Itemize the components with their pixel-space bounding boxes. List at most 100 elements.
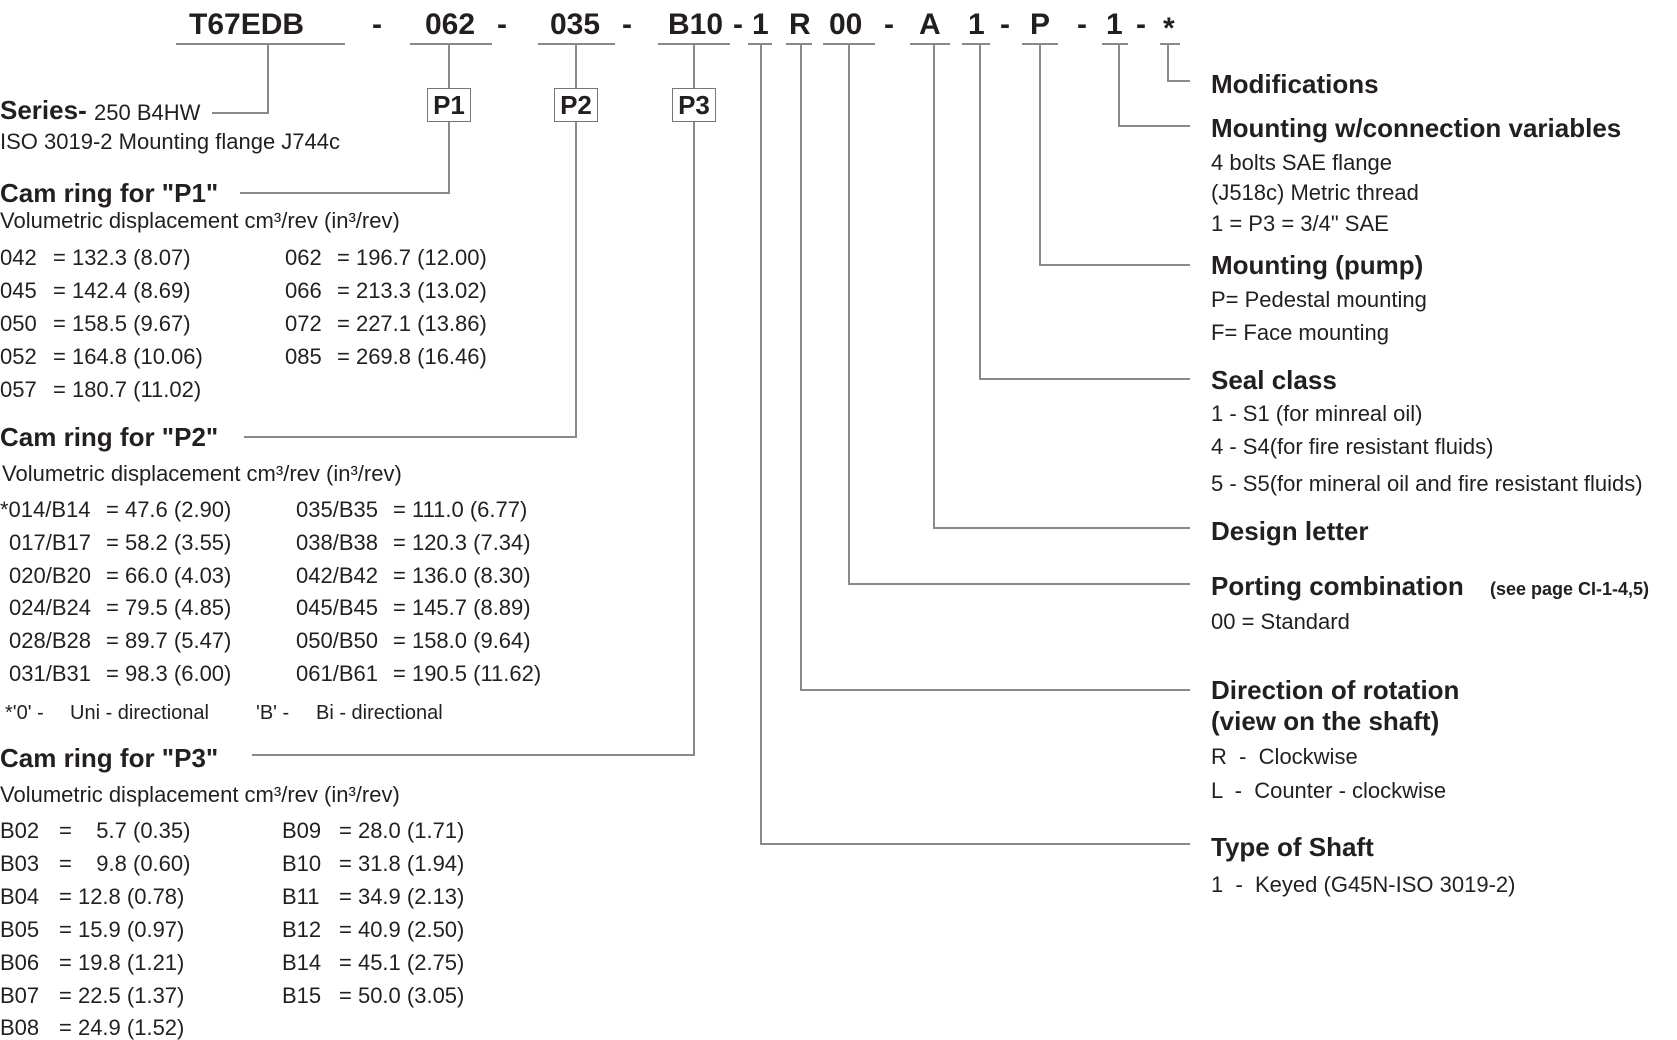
- p3-value: = 40.9 (2.50): [339, 917, 465, 942]
- p1-code: 050: [0, 311, 37, 336]
- p2-code: 028/B28: [9, 628, 91, 653]
- p2-value: = 158.0 (9.64): [393, 628, 531, 653]
- p2-footnote-mark: *'0' -: [5, 702, 44, 724]
- code-rotation: R: [789, 8, 811, 41]
- p1-code: 057: [0, 377, 37, 402]
- p2-value: = 79.5 (4.85): [106, 595, 232, 620]
- mounting-pump-line: F= Face mounting: [1211, 320, 1389, 345]
- code-mounting: P: [1030, 8, 1051, 41]
- seal-class-line: 1 - S1 (for minreal oil): [1211, 401, 1423, 426]
- code-connection: 1: [1106, 8, 1123, 41]
- p3-code: B14: [282, 950, 322, 975]
- p3-value: = 45.1 (2.75): [339, 950, 465, 975]
- p2-footnote-b: 'B' -: [256, 702, 290, 724]
- code-design: A: [919, 8, 941, 41]
- p2-footnote-uni: Uni - directional: [70, 702, 209, 724]
- p1-value: = 213.3 (13.02): [337, 278, 487, 303]
- p1-value: = 269.8 (16.46): [337, 344, 487, 369]
- rotation-line: L - Counter - clockwise: [1211, 778, 1447, 803]
- mounting-connection-line: (J518c) Metric thread: [1211, 180, 1419, 205]
- rotation-title: Direction of rotation: [1211, 675, 1460, 705]
- p3-value: = 50.0 (3.05): [339, 983, 465, 1008]
- p2-value: = 190.5 (11.62): [393, 661, 542, 686]
- p3-code: B04: [0, 884, 40, 909]
- p1-title: Cam ring for "P1": [0, 178, 219, 208]
- p2-code: 031/B31: [9, 661, 91, 686]
- shaft-title: Type of Shaft: [1211, 832, 1374, 862]
- p3-code: B15: [282, 983, 322, 1008]
- p2-value: = 89.7 (5.47): [106, 628, 232, 653]
- p3-value: = 15.9 (0.97): [59, 917, 185, 942]
- p1-code: 072: [285, 311, 322, 336]
- code-p3: B10: [668, 8, 724, 41]
- code-dash: -: [1077, 8, 1087, 41]
- p2-value: = 58.2 (3.55): [106, 530, 232, 555]
- porting-title: Porting combination: [1211, 571, 1464, 601]
- p2-value: = 98.3 (6.00): [106, 661, 232, 686]
- mounting-pump-line: P= Pedestal mounting: [1211, 287, 1427, 312]
- p3-code: B03: [0, 851, 40, 876]
- p3-value: = 24.9 (1.52): [59, 1015, 185, 1040]
- porting-note: (see page CI-1-4,5): [1490, 579, 1650, 599]
- p1-value: = 164.8 (10.06): [53, 344, 203, 369]
- p1-value: = 196.7 (12.00): [337, 245, 487, 270]
- series-flange: ISO 3019-2 Mounting flange J744c: [0, 129, 341, 154]
- code-p2: 035: [550, 8, 601, 41]
- p2-value: = 111.0 (6.77): [393, 497, 528, 522]
- p3-value: = 22.5 (1.37): [59, 983, 185, 1008]
- p2-code: 020/B20: [9, 563, 91, 588]
- p3-value: = 12.8 (0.78): [59, 884, 185, 909]
- p2-value: = 66.0 (4.03): [106, 563, 232, 588]
- mounting-connection-line: 1 = P3 = 3/4" SAE: [1211, 211, 1389, 236]
- p3-code: B05: [0, 917, 40, 942]
- modifications-title: Modifications: [1211, 69, 1379, 99]
- seal-class-line: 4 - S4(for fire resistant fluids): [1211, 434, 1494, 459]
- p3-value: = 31.8 (1.94): [339, 851, 465, 876]
- p1-value: = 180.7 (11.02): [53, 377, 202, 402]
- series-title: Series-: [0, 95, 87, 125]
- p3-code: B12: [282, 917, 322, 942]
- p2-code: 061/B61: [296, 661, 378, 686]
- p2-code: 035/B35: [296, 497, 378, 522]
- p3-value: = 28.0 (1.71): [339, 818, 465, 843]
- p1-code: 062: [285, 245, 322, 270]
- p2-code: 050/B50: [296, 628, 378, 653]
- code-dash: -: [1000, 8, 1010, 41]
- code-shaft: 1: [752, 8, 769, 41]
- p2-value: = 145.7 (8.89): [393, 595, 531, 620]
- code-seal: 1: [968, 8, 985, 41]
- p2-code: *014/B14: [0, 497, 91, 522]
- p1-code: 066: [285, 278, 322, 303]
- p2-value: = 136.0 (8.30): [393, 563, 531, 588]
- p1-subtitle: Volumetric displacement cm³/rev (in³/rev…: [0, 208, 400, 233]
- seal-class-title: Seal class: [1211, 365, 1337, 395]
- p3-code: B11: [282, 884, 320, 909]
- rotation-line: R - Clockwise: [1211, 744, 1358, 769]
- code-dash: -: [372, 8, 382, 41]
- p3-value: = 9.8 (0.60): [59, 851, 191, 876]
- p3-code: B09: [282, 818, 322, 843]
- p2-code: 042/B42: [296, 563, 378, 588]
- seal-class-line: 5 - S5(for mineral oil and fire resistan…: [1211, 471, 1643, 496]
- p1-code: 042: [0, 245, 37, 270]
- p3-value: = 34.9 (2.13): [339, 884, 465, 909]
- p1-value: = 132.3 (8.07): [53, 245, 191, 270]
- shaft-line: 1 - Keyed (G45N-ISO 3019-2): [1211, 872, 1516, 897]
- code-series: T67EDB: [189, 8, 305, 41]
- p2-subtitle: Volumetric displacement cm³/rev (in³/rev…: [2, 461, 402, 486]
- p3-code: B10: [282, 851, 322, 876]
- p2-value: = 120.3 (7.34): [393, 530, 531, 555]
- p3-code: B08: [0, 1015, 40, 1040]
- mounting-connection-title: Mounting w/connection variables: [1211, 113, 1622, 143]
- p2-code: 045/B45: [296, 595, 378, 620]
- p1-code: 085: [285, 344, 322, 369]
- p3-value: = 19.8 (1.21): [59, 950, 185, 975]
- p1-value: = 158.5 (9.67): [53, 311, 191, 336]
- p3-code: B07: [0, 983, 40, 1008]
- p2-code: 024/B24: [9, 595, 91, 620]
- p3-value: = 5.7 (0.35): [59, 818, 191, 843]
- p2-box: P2: [554, 88, 598, 122]
- p2-code: 017/B17: [9, 530, 91, 555]
- p2-value: = 47.6 (2.90): [106, 497, 232, 522]
